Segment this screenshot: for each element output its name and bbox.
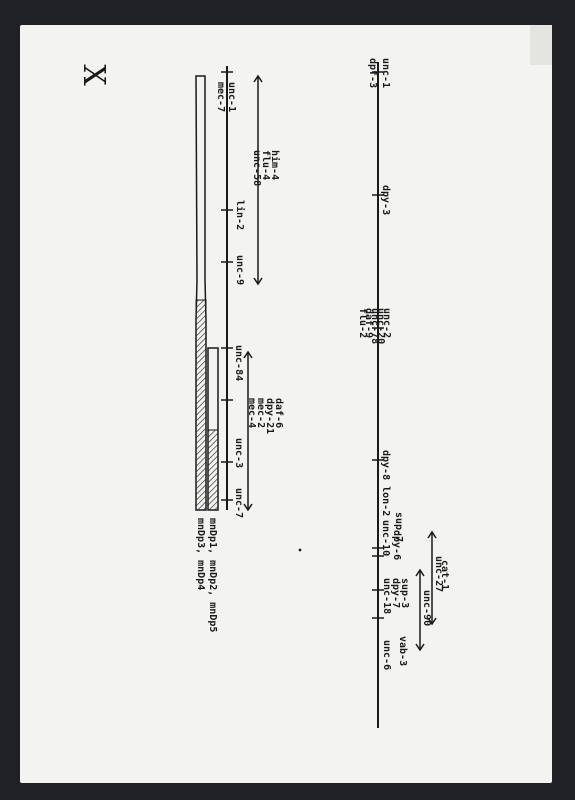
gene-label-unc-58: unc-58 xyxy=(251,150,262,186)
main-map-range-unc-27: unc-27 xyxy=(427,530,444,626)
gene-label-mec-4: mec-4 xyxy=(246,398,257,428)
chromosome-label: X xyxy=(76,64,111,86)
gene-label-dpy-8-lon-2: dpy-8 lon-2 xyxy=(380,450,391,516)
main-map-labels: dpf-3 unc-1 dpy-3 flu-2 daf-9 unc-78 unc… xyxy=(357,58,450,670)
gene-label-unc-20: unc-20 xyxy=(375,308,386,344)
gene-label-dpf-3: dpf-3 xyxy=(367,58,378,88)
gene-label-daf-9: daf-9 xyxy=(363,308,374,338)
inset-range-upper xyxy=(253,74,263,286)
gene-label-sup-3: sup-3 xyxy=(399,578,410,608)
gene-label-unc-27: unc-27 xyxy=(433,556,444,592)
gene-label-dpy-6: dpy-6 xyxy=(391,530,402,560)
gene-label-unc-90: unc-90 xyxy=(421,590,432,626)
main-map-range-unc-90: unc-90 xyxy=(415,568,432,652)
main-map-ticks xyxy=(372,71,384,619)
gene-label-unc-2: unc-2 xyxy=(381,308,392,338)
duplication-bar-long xyxy=(195,75,207,511)
gene-label-vab-3: vab-3 xyxy=(397,636,408,666)
gene-label-dpy-21: dpy-21 xyxy=(264,398,275,434)
gene-label-unc-10: unc-10 xyxy=(380,520,391,556)
stray-dot xyxy=(298,548,302,552)
gene-label-mec-7: mec-7 xyxy=(215,82,226,112)
gene-label-lin-2: lin-2 xyxy=(234,200,246,230)
gene-label-unc-1-inset: unc-1 xyxy=(226,82,237,112)
gene-label-unc-84: unc-84 xyxy=(233,345,244,381)
gene-label-unc-18: unc-18 xyxy=(381,578,392,614)
duplication-bar-short xyxy=(207,347,219,511)
inset-range-lower xyxy=(243,350,253,512)
paper-fold-shadow xyxy=(530,25,552,65)
duplication-label-1: mnDp1, mnDp2, mnDp5 xyxy=(207,518,218,632)
gene-label-unc-7: unc-7 xyxy=(233,488,244,518)
inset-map-ticks xyxy=(221,71,233,501)
inset-map-labels: mec-7 unc-1 him-4 flu-4 unc-58 lin-2 unc… xyxy=(215,82,284,518)
gene-label-dpy-3: dpy-3 xyxy=(380,185,391,215)
gene-label-him-4: him-4 xyxy=(269,150,281,180)
gene-label-unc-6: unc-6 xyxy=(381,640,392,670)
duplication-label-2: mnDp3, mnDp4 xyxy=(195,518,206,590)
gene-label-unc-9: unc-9 xyxy=(234,255,245,285)
gene-label-sup-7: sup-7 xyxy=(393,512,404,542)
gene-label-unc-1: unc-1 xyxy=(380,58,391,88)
gene-label-unc-78: unc-78 xyxy=(369,308,380,344)
gene-label-mec-2: mec-2 xyxy=(255,398,266,428)
gene-label-daf-6: daf-6 xyxy=(273,398,284,428)
gene-label-flu-4: flu-4 xyxy=(260,150,271,180)
gene-label-cat-1: cat-1 xyxy=(439,560,450,590)
paper-sheet xyxy=(20,25,552,783)
gene-label-dpy-7: dpy-7 xyxy=(390,578,401,608)
gene-label-flu-2: flu-2 xyxy=(357,308,368,338)
gene-label-unc-3: unc-3 xyxy=(233,438,244,468)
